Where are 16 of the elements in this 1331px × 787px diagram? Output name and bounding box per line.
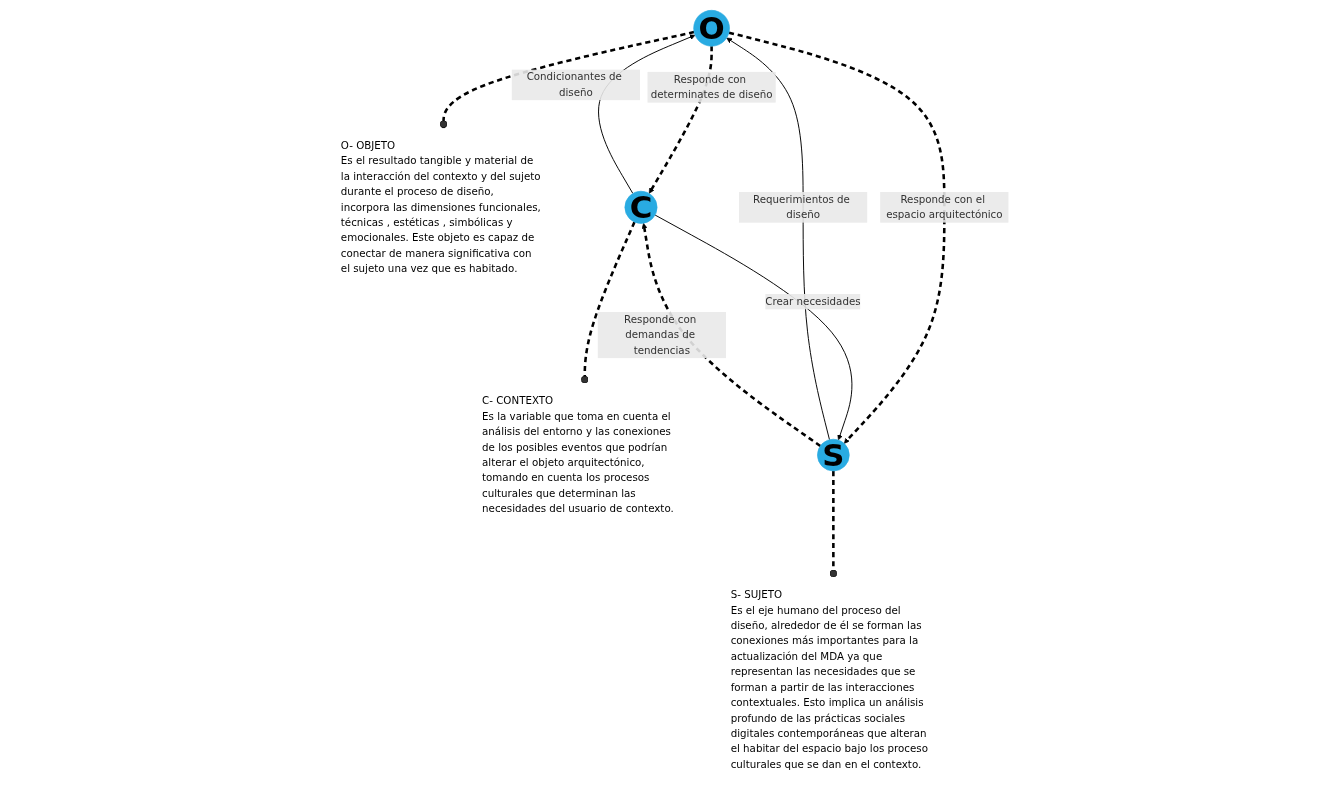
node-text: C- CONTEXTO Es la variable que toma en cuenta el análisis del entorno y las conexiones de los posibles eventos que podrían alterar el objeto arquitectónico, tomando en cuenta los procesos culturales que determinan las necesidades del usuario de contexto. [482,394,675,515]
edge-label: Responde con determinates de diseño [651,73,773,101]
node-circle: C [624,190,658,224]
connector [581,221,637,384]
node-text: S- SUJETO Es el eje humano del proceso del diseño, alrededor de él se forman las conexiones más importantes para la actualización del MDA ya que representan las necesidades que se forman a partir de las interacciones contextuales. Esto implica un análisis profundo de las prácticas sociales digitales contemporáneas que alteran el habitar del espacio bajo los proceso culturales que se dan en el contexto. [731,588,929,771]
edge-label: Responde con demandas de tendencias [624,313,697,357]
connector [440,30,695,129]
edge-label: Requerimientos de diseño [753,193,851,221]
arrow [729,31,947,444]
connector [829,471,838,578]
edge-label: Condicionantes de diseño [527,70,623,99]
node-circle: S [817,438,851,472]
edge-label: Responde con el espacio arquitectónico [886,193,1003,221]
node-text: O- OBJETO Es el resultado tangible y material de la interacción del contexto y del sujeto durante el proceso de diseño, incorpora las dimensiones funcionales, técnicas , estéticas , simbólicas y emocionales. Este objeto es capaz de conectar de manera significativa con el sujeto una vez que es habitado. [341,139,542,275]
node-circle: O [693,10,731,47]
edge-label: Crear necesidades [765,295,862,308]
